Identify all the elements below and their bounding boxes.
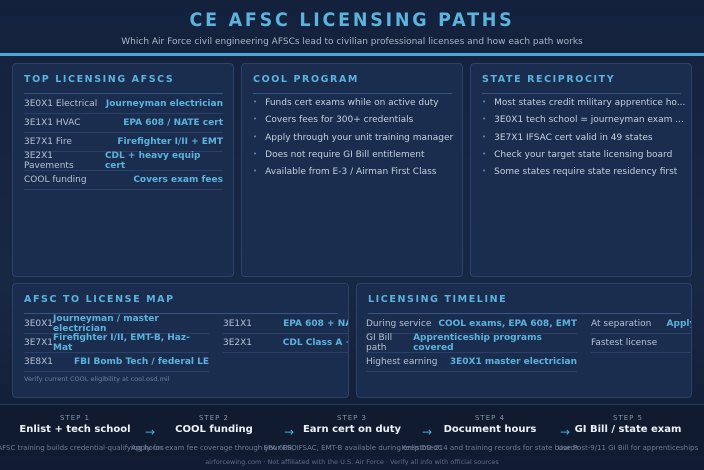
list-item: Available from E-3 / Airman First Class [253, 167, 454, 177]
step-name: COOL funding [175, 424, 253, 435]
row-value: Apprenticeship programs covered [413, 333, 542, 353]
row-value: Firefighter I/II + EMT [117, 137, 223, 147]
step-label: STEP 2 [198, 414, 230, 422]
row-value: CDL Class A + NCCE [282, 338, 348, 348]
afsc-row: 3E1X1 HVAC EPA 608 / NATE cert [24, 114, 223, 133]
row-label: GI Bill path [366, 333, 393, 353]
row-value: Covers exam fees [133, 175, 223, 185]
row-label: 3E0X1 [24, 319, 54, 329]
step-description: 3E AFSC training builds credential-quali… [0, 444, 164, 452]
arrow-right-icon: → [422, 425, 433, 439]
row-value: 3E0X1 master electrician [449, 357, 577, 367]
page-subtitle: Which Air Force civil engineering AFSCs … [121, 37, 583, 47]
arrow-right-icon: → [560, 425, 571, 439]
page-title: CE AFSC LICENSING PATHS [189, 9, 515, 31]
row-value: EPA 608 / NATE cert [123, 118, 223, 128]
list-item: Check your target state licensing board [482, 150, 683, 160]
licensing-timeline-card: LICENSING TIMELINE During service COOL ex… [356, 283, 692, 398]
step-1: STEP 1 Enlist + tech school 3E AFSC traini… [0, 405, 164, 454]
row-label: 3E0X1 Electrical [24, 99, 98, 109]
row-label: At separation [591, 319, 652, 329]
row-label: Fastest license [591, 338, 658, 348]
steps-bar: STEP 1 Enlist + tech school 3E AFSC traini… [0, 404, 704, 456]
step-description: EPA 608, IFSAC, EMT-B available during e… [263, 444, 441, 452]
row-label: During service [366, 319, 432, 329]
arrow-right-icon: → [284, 425, 295, 439]
row-value: FBI Bomb Tech / federal LE [73, 357, 209, 367]
row-value: Journeyman electrician [105, 99, 223, 109]
row-value: COOL exams, EPA 608, EMT [438, 319, 577, 329]
map-row: 3E8X1 FBI Bomb Tech / federal LE [24, 353, 209, 372]
step-description: Apply for exam fee coverage through your… [131, 444, 297, 452]
step-label: STEP 4 [474, 414, 506, 422]
step-label: STEP 5 [612, 414, 644, 422]
row-value: Apply ap [666, 319, 691, 329]
afsc-row: 3E0X1 Electrical Journeyman electrician [24, 95, 223, 114]
divider [24, 313, 338, 314]
header-divider [0, 53, 704, 56]
step-name: GI Bill / state exam [574, 424, 682, 435]
card-title: TOP LICENSING AFSCS [24, 74, 175, 85]
cool-eligibility-note: Verify current COOL eligibility at cool.… [24, 375, 170, 383]
list-item: 3E7X1 IFSAC cert valid in 49 states [482, 133, 683, 143]
top-licensing-afscs-card: TOP LICENSING AFSCS 3E0X1 Electrical Jour… [12, 63, 234, 277]
timeline-row: Highest earning 3E0X1 master electrician [366, 353, 577, 372]
footer: airforcewing.com · Not affiliated with t… [205, 458, 499, 466]
afsc-row: COOL funding Covers exam fees [24, 171, 223, 190]
list-item: 3E0X1 tech school = journeyman exam ... [482, 115, 684, 125]
divider [253, 93, 452, 94]
row-value: Firefighter I/II, EMT-B, Haz-Mat [53, 333, 190, 353]
arrow-right-icon: → [145, 425, 156, 439]
row-value: EPA 608 + NATE + s [283, 319, 348, 329]
row-label: 3E2X1 [223, 338, 253, 348]
afsc-row: 3E2X1 Pavements CDL + heavy equip cert [24, 151, 223, 171]
afsc-row: 3E7X1 Fire Firefighter I/II + EMT [24, 133, 223, 152]
map-row: 3E2X1 CDL Class A + NCCE [223, 334, 348, 353]
card-title: STATE RECIPROCITY [482, 74, 616, 85]
card-title: AFSC TO LICENSE MAP [24, 294, 175, 305]
timeline-row: Fastest license3E [591, 334, 691, 353]
divider [368, 313, 681, 314]
list-item: Some states require state residency firs… [482, 167, 683, 177]
row-label: 3E1X1 [223, 319, 253, 329]
state-reciprocity-card: STATE RECIPROCITY Most states credit mil… [470, 63, 692, 277]
list-item: Funds cert exams while on active duty [253, 98, 454, 108]
timeline-row: At separation Apply ap [591, 315, 691, 334]
row-label: COOL funding [24, 175, 87, 185]
row-label: 3E2X1 Pavements [24, 151, 74, 171]
step-description: Use Post-9/11 GI Bill for apprenticeship… [557, 444, 699, 452]
timeline-row: During service COOL exams, EPA 608, EMT [366, 315, 577, 334]
row-label: 3E7X1 [24, 338, 54, 348]
list-item: Most states credit military apprentice h… [482, 98, 685, 108]
row-value: CDL + heavy equip cert [104, 151, 201, 171]
map-row: 3E1X1 EPA 608 + NATE + s [223, 315, 348, 334]
card-title: COOL PROGRAM [253, 74, 359, 85]
step-name: Enlist + tech school [19, 424, 131, 435]
row-label: 3E1X1 HVAC [24, 118, 81, 128]
row-label: Highest earning [366, 357, 438, 367]
row-label: 3E7X1 Fire [24, 137, 72, 147]
timeline-row: GI Bill path Apprenticeship programs cove… [366, 333, 577, 353]
list-item: Apply through your unit training manager [253, 133, 454, 143]
step-label: STEP 1 [59, 414, 91, 422]
step-name: Document hours [443, 424, 537, 435]
row-value: Journeyman / master electrician [53, 314, 159, 334]
step-description: Keep DD-214 and training records for sta… [401, 444, 579, 452]
divider [482, 93, 681, 94]
list-item: Covers fees for 300+ credentials [253, 115, 454, 125]
cool-program-card: COOL PROGRAM Funds cert exams while on a… [241, 63, 463, 277]
row-label: 3E8X1 [24, 357, 54, 367]
step-name: Earn cert on duty [302, 424, 402, 435]
step-label: STEP 3 [336, 414, 368, 422]
list-item: Does not require GI Bill entitlement [253, 150, 454, 160]
divider [24, 93, 223, 94]
card-title: LICENSING TIMELINE [368, 294, 508, 305]
